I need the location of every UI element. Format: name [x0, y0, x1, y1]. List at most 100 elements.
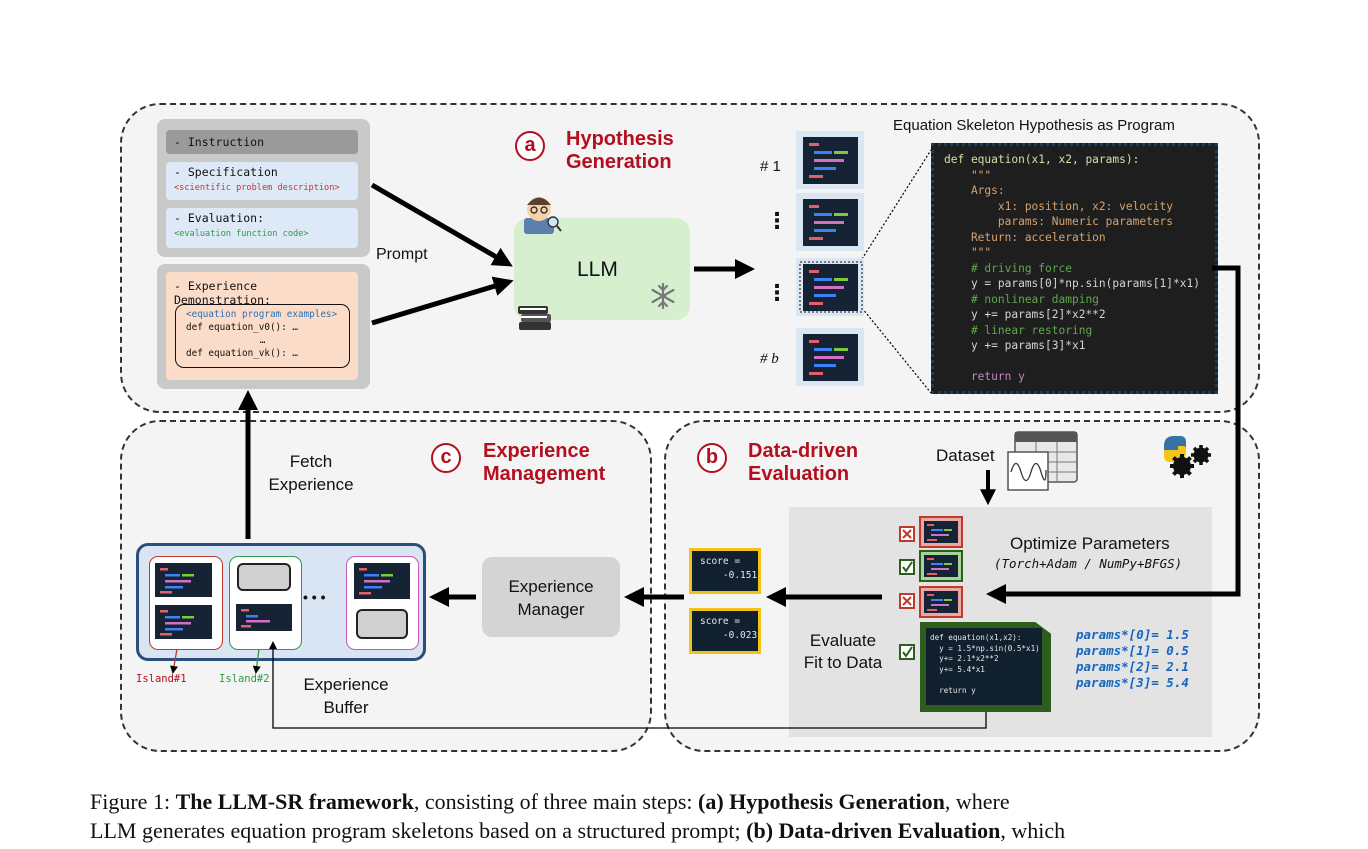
stage-b-badge: b	[697, 443, 727, 473]
experience-demonstration-label: - Experience Demonstration:	[174, 279, 271, 307]
evaluation-placeholder: <evaluation function code>	[174, 229, 309, 239]
optimize-label: Optimize Parameters	[1010, 534, 1170, 553]
scientist-icon	[524, 197, 562, 234]
stage-a-title-line2: Generation	[566, 151, 672, 173]
evaluation-card: - Evaluation: <evaluation function code>	[166, 208, 358, 248]
snowflake-icon	[651, 282, 675, 310]
island-2-program	[236, 604, 292, 631]
dataset-label: Dataset	[936, 446, 995, 465]
evaluate-line2: Fit to Data	[803, 653, 883, 672]
buffer-line2: Buffer	[323, 698, 369, 717]
stage-c-title: Experience Management	[483, 440, 605, 486]
stage-c-badge: c	[431, 443, 461, 473]
stage-c-title-line1: Experience	[483, 440, 590, 462]
hypothesis-card-b	[796, 328, 864, 386]
check-mark-icon	[899, 644, 915, 660]
hypothesis-dots-2: ⋮	[766, 280, 788, 305]
skeleton-code-line: Args:	[944, 184, 1005, 197]
evaluation-label: - Evaluation:	[174, 211, 265, 225]
skeleton-code-line: # nonlinear damping	[944, 292, 1099, 306]
optimize-methods: (Torch+Adam / NumPy+BFGS)	[994, 556, 1183, 571]
python-gears-icon	[1164, 436, 1211, 478]
stage-c-title-line2: Management	[483, 463, 606, 485]
experience-manager-label: Experience Manager	[482, 575, 620, 621]
caption-framework: The LLM-SR framework	[175, 789, 414, 814]
island-1-program-b	[155, 605, 212, 639]
optimized-param-line: params*[3]= 5.4	[1076, 675, 1189, 690]
arrow-demo-to-llm	[371, 276, 514, 326]
fitted-code-line: return y	[930, 685, 976, 695]
skeleton-code-line: """	[944, 246, 992, 259]
skeleton-code-line: return y	[944, 370, 1025, 383]
island-3-program	[354, 563, 410, 599]
island-1-label: Island#1	[136, 673, 187, 685]
island-3-empty-slot	[356, 609, 408, 639]
candidate-program-rejected-2	[919, 586, 963, 618]
score-card-2: score = -0.023	[689, 608, 761, 654]
stage-b-title: Data-driven Evaluation	[748, 440, 858, 486]
cross-mark-icon	[899, 526, 915, 542]
candidate-program-rejected-1	[919, 516, 963, 548]
skeleton-code-line: y += params[2]*x2**2	[944, 308, 1106, 321]
hypothesis-dots-1: ⋮	[766, 208, 788, 233]
optimized-param-line: params*[2]= 2.1	[1076, 659, 1189, 674]
zoom-line-top	[861, 149, 932, 260]
skeleton-title: Equation Skeleton Hypothesis as Program	[893, 117, 1175, 134]
examples-placeholder: <equation program examples>	[186, 309, 338, 320]
example-vk: def equation_vk(): …	[186, 348, 298, 359]
optimized-param-line: params*[1]= 0.5	[1076, 643, 1189, 658]
caption-suffix: , where	[944, 789, 1010, 814]
specification-placeholder: <scientific problem description>	[174, 183, 340, 193]
candidate-program-accepted	[919, 550, 963, 582]
buffer-line1: Experience	[303, 675, 389, 694]
examples-box: <equation program examples> def equation…	[175, 304, 350, 368]
fetch-line2: Experience	[268, 475, 354, 494]
hypothesis-card-2	[796, 193, 864, 251]
stage-a-title: Hypothesis Generation	[566, 128, 674, 174]
island-2-empty-slot	[237, 563, 291, 591]
hypothesis-card-1	[796, 131, 864, 189]
island-1-program-a	[155, 563, 212, 597]
arrow-spec-to-llm	[370, 182, 513, 267]
stage-b-title-line2: Evaluation	[748, 463, 850, 485]
hypothesis-card-3	[796, 258, 864, 316]
figure-caption-line2: LLM generates equation program skeletons…	[90, 818, 1065, 844]
hypothesis-first-label: # 1	[760, 158, 781, 175]
manager-line2: Manager	[517, 600, 585, 619]
dataset-icon	[1007, 431, 1078, 491]
skeleton-code-line: x1: position, x2: velocity	[944, 199, 1174, 213]
skeleton-code-line: y += params[3]*x1	[944, 339, 1086, 352]
skeleton-code-line: def equation(x1, x2, params):	[944, 153, 1140, 166]
zoom-line-bottom	[861, 307, 932, 394]
skeleton-code-line: params: Numeric parameters	[944, 215, 1174, 228]
evaluate-line1: Evaluate	[809, 631, 877, 650]
fetch-experience-label: Fetch Experience	[259, 450, 363, 496]
example-ellipsis: …	[259, 335, 266, 346]
island-2-pointer	[252, 648, 261, 674]
skeleton-code-line: y = params[0]*np.sin(params[1]*x1)	[944, 277, 1200, 290]
check-mark-icon	[899, 559, 915, 575]
fetch-line1: Fetch	[289, 452, 333, 471]
caption-line2-suffix: , which	[1000, 818, 1066, 843]
buffer-dots: • • •	[303, 589, 326, 605]
stage-b-title-line1: Data-driven	[748, 440, 859, 462]
figure-caption-line1: Figure 1: The LLM-SR framework, consisti…	[90, 789, 1010, 815]
stage-a-title-line1: Hypothesis	[566, 128, 674, 150]
fitted-program-code: def equation(x1,x2): y = 1.5*np.sin(0.5*…	[926, 628, 1042, 705]
evaluate-fit-label: Evaluate Fit to Data	[797, 630, 889, 674]
experience-buffer-label: Experience Buffer	[296, 673, 396, 719]
example-v0: def equation_v0(): …	[186, 322, 298, 333]
arrow-fitted-to-buffer	[269, 641, 987, 729]
caption-mid: , consisting of three main steps:	[413, 789, 698, 814]
instruction-label: - Instruction	[174, 135, 265, 149]
caption-prefix: Figure 1:	[90, 789, 176, 814]
instruction-header: - Instruction	[166, 130, 358, 154]
island-2-label: Island#2	[219, 673, 270, 685]
llm-label: LLM	[577, 258, 618, 281]
books-icon	[518, 306, 551, 330]
fitted-code-line: y = 1.5*np.sin(0.5*x1)	[930, 643, 1040, 653]
caption-hypothesis: (a) Hypothesis Generation	[698, 789, 945, 814]
skeleton-code-line: # linear restoring	[944, 323, 1093, 337]
skeleton-code-window: def equation(x1, x2, params): """ Args: …	[931, 143, 1218, 394]
island-1-pointer	[170, 648, 178, 674]
